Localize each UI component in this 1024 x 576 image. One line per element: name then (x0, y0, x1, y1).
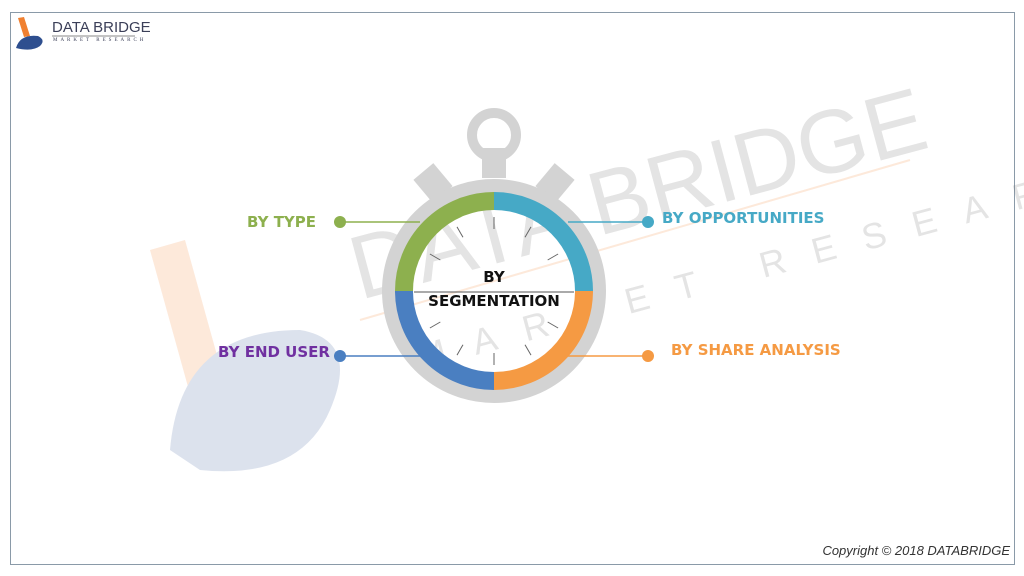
end-user-dot (334, 350, 346, 362)
dial-tick (547, 321, 559, 329)
dial-tick (456, 226, 464, 238)
label-by-opportunities: BY OPPORTUNITIES (662, 209, 825, 227)
dial-tick (429, 321, 441, 329)
share-dot (642, 350, 654, 362)
label-by-share-analysis: BY SHARE ANALYSIS (671, 341, 841, 359)
dial-tick (547, 253, 559, 261)
logo-icon (16, 17, 43, 50)
ring-segment-end-user (395, 290, 495, 390)
logo-title: DATA BRIDGE (52, 19, 151, 36)
ring-segment-type (395, 192, 495, 292)
label-by-end-user: BY END USER (218, 343, 330, 361)
slide-frame (10, 12, 1015, 565)
center-line2: SEGMENTATION (428, 292, 560, 310)
stopwatch-icon (382, 108, 606, 403)
opportunities-dot (642, 216, 654, 228)
dial-tick (524, 226, 532, 238)
center-title: BY SEGMENTATION (414, 265, 574, 313)
type-dot (334, 216, 346, 228)
ring-segment-opportunities (493, 192, 593, 292)
dial-tick (429, 253, 441, 261)
label-by-type: BY TYPE (247, 213, 317, 231)
logo-subtitle: MARKET RESEARCH (53, 38, 147, 43)
ring-segment-share (493, 290, 593, 390)
center-line1: BY (483, 268, 505, 286)
dial-tick (524, 344, 532, 356)
copyright: Copyright © 2018 DATABRIDGE (822, 543, 1010, 558)
dial-tick (456, 344, 464, 356)
